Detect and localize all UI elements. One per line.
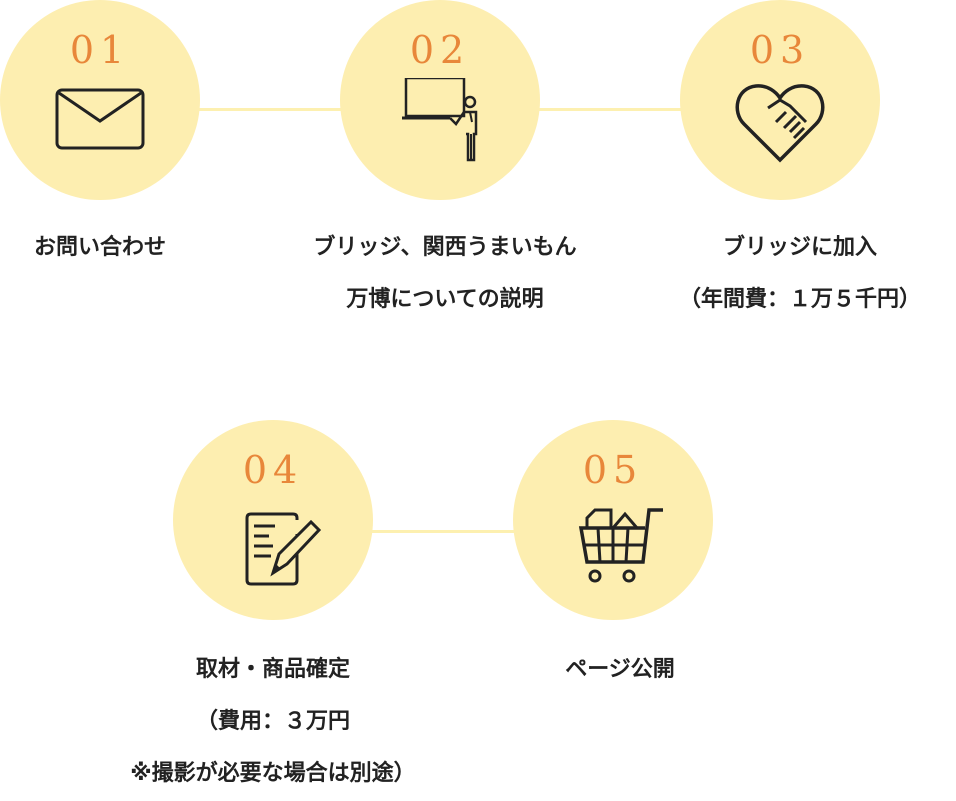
envelope-icon (50, 78, 150, 168)
step-number: 05 (582, 448, 644, 492)
label-line: 取材・商品確定 (195, 657, 350, 682)
label-line: ブリッジに加入 (722, 235, 877, 260)
connector-line (535, 108, 685, 111)
shopping-cart-icon (563, 498, 663, 588)
step-3-label: ブリッジに加入 （年間費：１万５千円） (620, 222, 956, 326)
step-2-label: ブリッジ、関西うまいもん 万博についての説明 (265, 222, 625, 326)
label-line: 万博についての説明 (346, 287, 544, 312)
step-1-label: お問い合わせ (0, 222, 280, 274)
step-2-circle: 02 (340, 0, 540, 200)
label-line: お問い合わせ (33, 235, 166, 260)
label-line: （費用：３万円 (195, 709, 350, 734)
label-line: ページ公開 (565, 657, 675, 682)
step-5-label: ページ公開 (440, 644, 800, 696)
step-5-circle: 05 (513, 420, 713, 620)
label-line: ブリッジ、関西うまいもん (313, 235, 577, 260)
connector-line (195, 108, 345, 111)
step-1-circle: 01 (0, 0, 200, 200)
handshake-heart-icon (730, 78, 830, 168)
step-number: 02 (409, 28, 471, 72)
step-number: 04 (242, 448, 304, 492)
document-pencil-icon (223, 498, 323, 588)
connector-line (368, 530, 518, 533)
step-4-circle: 04 (173, 420, 373, 620)
label-line: ※撮影が必要な場合は別途） (130, 761, 416, 786)
label-line: （年間費：１万５千円） (678, 287, 921, 312)
step-number: 03 (749, 28, 811, 72)
presenter-icon (390, 76, 490, 168)
step-4-label: 取材・商品確定 （費用：３万円 ※撮影が必要な場合は別途） (93, 644, 453, 800)
step-number: 01 (69, 28, 131, 72)
step-3-circle: 03 (680, 0, 880, 200)
